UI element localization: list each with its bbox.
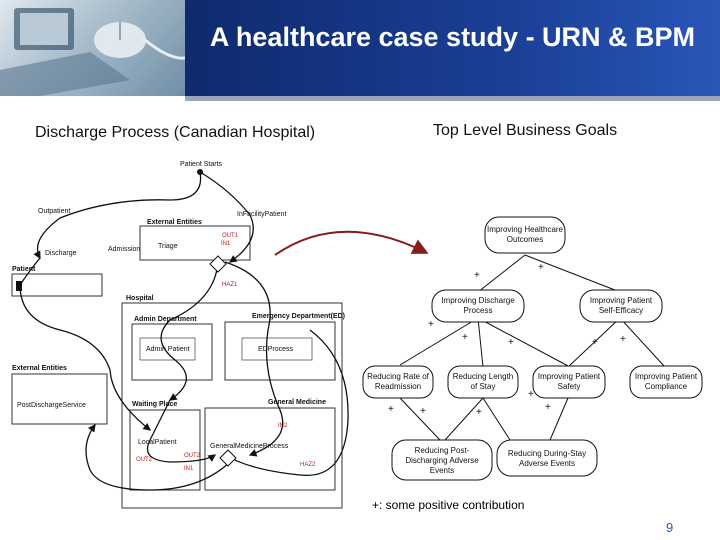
marker: + [388, 404, 394, 415]
ed-process-box [241, 337, 313, 361]
external-entities-bottom-box [11, 373, 108, 425]
label-waiting-place: Waiting Place [132, 401, 177, 408]
label-discharge: Discharge [45, 250, 77, 257]
patient-box [11, 273, 103, 297]
label-emergency-department: Emergency Department(ED) [252, 313, 345, 320]
title-underline [185, 96, 720, 101]
goal-reducing-during-stay-adverse-events [496, 439, 598, 477]
label-external-entities-bottom: External Entities [12, 365, 67, 372]
goal-model: Improving Healthcare Outcomes Improving … [362, 216, 703, 481]
goal-7-line-2: Compliance [645, 382, 688, 391]
marker: + [420, 406, 426, 417]
admin-department-box [131, 323, 213, 381]
marker: + [462, 332, 468, 343]
marker: + [592, 337, 598, 348]
emergency-department-box [224, 321, 336, 381]
goal-8-line-3: Events [430, 466, 454, 475]
goal-reducing-post-discharging-adverse-events [391, 439, 493, 481]
red-label-3: HAZ1 [222, 282, 238, 288]
label-local-patient: LocalPatient [138, 439, 177, 446]
red-label-6: OUT2 [184, 453, 201, 459]
label-patient-starts: Patient Starts [180, 161, 223, 168]
goal-reducing-rate-of-readmission [362, 365, 434, 399]
goal-8-line-1: Reducing Post- [415, 446, 470, 455]
goal-1-line-1: Improving Healthcare [487, 225, 564, 234]
marker: + [528, 389, 534, 400]
marker: + [545, 402, 551, 413]
computer-mouse-image [0, 8, 185, 96]
stub-diamond-1 [209, 255, 227, 273]
marker: + [428, 319, 434, 330]
start-point [197, 169, 203, 175]
goal-9-line-2: Adverse Events [519, 459, 575, 468]
goal-improving-discharge-process [431, 289, 525, 323]
label-admission: Admission [108, 246, 140, 253]
label-general-medicine: General Medicine [268, 399, 326, 406]
red-label-5: OUT2 [136, 457, 153, 463]
goal-3-line-2: Self-Efficacy [599, 306, 643, 315]
red-label-2: IN1 [221, 241, 231, 247]
marker: + [474, 270, 480, 281]
goal-reducing-length-of-stay [447, 365, 519, 399]
marker: + [620, 334, 626, 345]
slide-title: A healthcare case study - URN & BPM [209, 22, 696, 52]
goal-4-line-1: Reducing Rate of [367, 372, 430, 381]
label-triage: Triage [158, 243, 178, 250]
hospital-box [121, 302, 343, 509]
goal-5-line-2: of Stay [471, 382, 496, 391]
label-post-discharge: PostDischargeService [17, 402, 86, 409]
goal-8-line-2: Discharging Adverse [405, 456, 479, 465]
goal-6-line-1: Improving Patient [538, 372, 601, 381]
red-label-7: IN1 [184, 466, 194, 472]
goal-1-line-2: Outcomes [507, 235, 543, 244]
red-label-8: HAZ2 [300, 462, 316, 468]
goal-improving-healthcare-outcomes [484, 216, 566, 254]
admin-patient-box [139, 337, 196, 361]
goal-5-line-1: Reducing Length [453, 372, 514, 381]
page-number: 9 [666, 520, 674, 535]
ucm-paths [19, 171, 349, 491]
label-ed-process: EDProcess [258, 346, 294, 353]
general-medicine-box [204, 407, 336, 491]
end-bar [16, 281, 22, 291]
label-hospital: Hospital [126, 295, 154, 302]
goal-7-line-1: Improving Patient [635, 372, 698, 381]
label-outpatient: Outpatient [38, 208, 70, 215]
link-arrow [274, 230, 429, 256]
goal-improving-patient-self-efficacy [579, 289, 663, 323]
marker: + [538, 262, 544, 273]
label-inpatient: InFacilityPatient [237, 211, 286, 218]
goal-2-line-1: Improving Discharge [441, 296, 515, 305]
left-subtitle: Discharge Process (Canadian Hospital) [35, 124, 316, 141]
footnote: +: some positive contribution [372, 498, 525, 512]
label-external-entities-top: External Entities [147, 219, 202, 226]
label-admin-patient: Admin Patient [146, 346, 190, 353]
label-patient: Patient [12, 266, 36, 273]
goal-9-line-1: Reducing During-Stay [508, 449, 586, 458]
goal-3-line-1: Improving Patient [590, 296, 653, 305]
goal-4-line-2: Readmission [375, 382, 421, 391]
goal-links [399, 254, 666, 441]
header: A healthcare case study - URN & BPM [0, 0, 720, 101]
label-general-medicine-process: GeneralMedicineProcess [210, 443, 289, 450]
stub-diamond-2 [219, 449, 237, 467]
right-subtitle: Top Level Business Goals [433, 122, 618, 139]
marker: + [508, 337, 514, 348]
label-admin-department: Admin Department [134, 316, 197, 323]
marker: + [476, 407, 482, 418]
contribution-markers: + + + + + + + + + + + + [388, 262, 626, 418]
header-photo [0, 0, 185, 96]
title-bar: A healthcare case study - URN & BPM [185, 0, 720, 96]
goal-6-line-2: Safety [558, 382, 581, 391]
red-label-1: OUT1 [222, 233, 239, 239]
use-case-map: Patient Starts Outpatient InFacilityPati… [11, 161, 349, 509]
goal-improving-patient-compliance [629, 365, 703, 399]
goal-2-line-2: Process [464, 306, 493, 315]
external-entities-box [139, 225, 251, 261]
goal-improving-patient-safety [532, 365, 606, 399]
